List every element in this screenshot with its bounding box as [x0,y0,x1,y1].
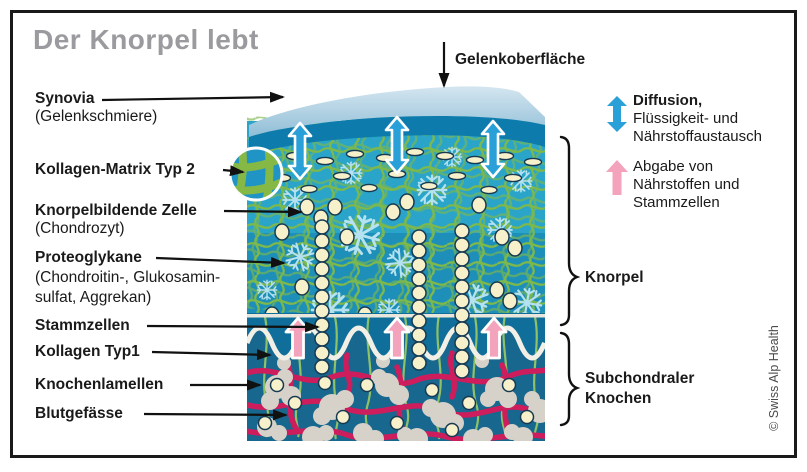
label-proteoglykane-sub1: (Chondroitin-, Glukosamin- [35,269,221,286]
label-blutgefaesse: Blutgefässe [35,405,123,423]
legend-diffusion-l2: Flüssigkeit- und [633,110,739,127]
label-kollagen-typ1-title: Kollagen Typ1 [35,343,140,360]
legend-abgabe-l2: Nährstoffen und [633,176,740,193]
label-proteoglykane-title: Proteoglykane [35,249,142,266]
collagen-matrix-inset [228,146,284,202]
legend-diffusion: Diffusion, Flüssigkeit- und Nährstoffaus… [633,92,762,146]
label-proteoglykane-sub2: sulfat, Aggrekan) [35,289,152,306]
label-kollagen-matrix-title: Kollagen-Matrix Typ 2 [35,161,195,178]
label-knorpel: Knorpel [585,269,644,286]
legend-diffusion-l1: Diffusion, [633,92,703,109]
label-knochenlamellen: Knochenlamellen [35,376,163,394]
subchondral-bone [247,313,545,441]
copyright-text: © Swiss Alp Health [767,325,781,431]
page-title: Der Knorpel lebt [33,24,259,55]
bone-cells [257,375,535,438]
tidemark-line [247,314,545,318]
label-gelenkoberflaeche: Gelenkoberfläche [455,51,586,68]
label-synovia-sub: (Gelenkschmiere) [35,108,158,125]
label-kollagen-matrix: Kollagen-Matrix Typ 2 [35,161,195,179]
double-arrow-vertical-icon [607,96,627,132]
outer-border [10,10,797,458]
legend-diffusion-l3: Nährstoffaustausch [633,128,762,145]
label-kollagen-typ1: Kollagen Typ1 [35,343,140,361]
stemcell-columns [314,219,470,379]
label-subchondraler-l1: Subchondraler [585,370,695,387]
cartilage-illustration [247,86,545,441]
label-knorpelbildende-zelle-sub: (Chondrozyt) [35,220,125,237]
label-blutgefaesse-title: Blutgefässe [35,405,123,422]
label-stammzellen-title: Stammzellen [35,317,130,334]
label-synovia-title: Synovia [35,90,95,107]
label-subchondraler-l2: Knochen [585,390,652,407]
label-knorpelbildende-zelle: Knorpelbildende Zelle (Chondrozyt) [35,202,197,238]
legend-abgabe-l3: Stammzellen [633,194,720,211]
label-proteoglykane: Proteoglykane (Chondroitin-, Glukosamin-… [35,248,220,308]
arrow-up-icon [606,160,628,195]
label-subchondraler-knochen: Subchondraler Knochen [585,369,694,409]
label-knorpelbildende-zelle-title: Knorpelbildende Zelle [35,202,197,219]
label-stammzellen: Stammzellen [35,317,130,335]
legend-abgabe-l1: Abgabe von [633,158,714,175]
legend-abgabe: Abgabe von Nährstoffen und Stammzellen [633,158,739,212]
label-synovia: Synovia (Gelenkschmiere) [35,90,157,126]
label-knochenlamellen-title: Knochenlamellen [35,376,164,393]
